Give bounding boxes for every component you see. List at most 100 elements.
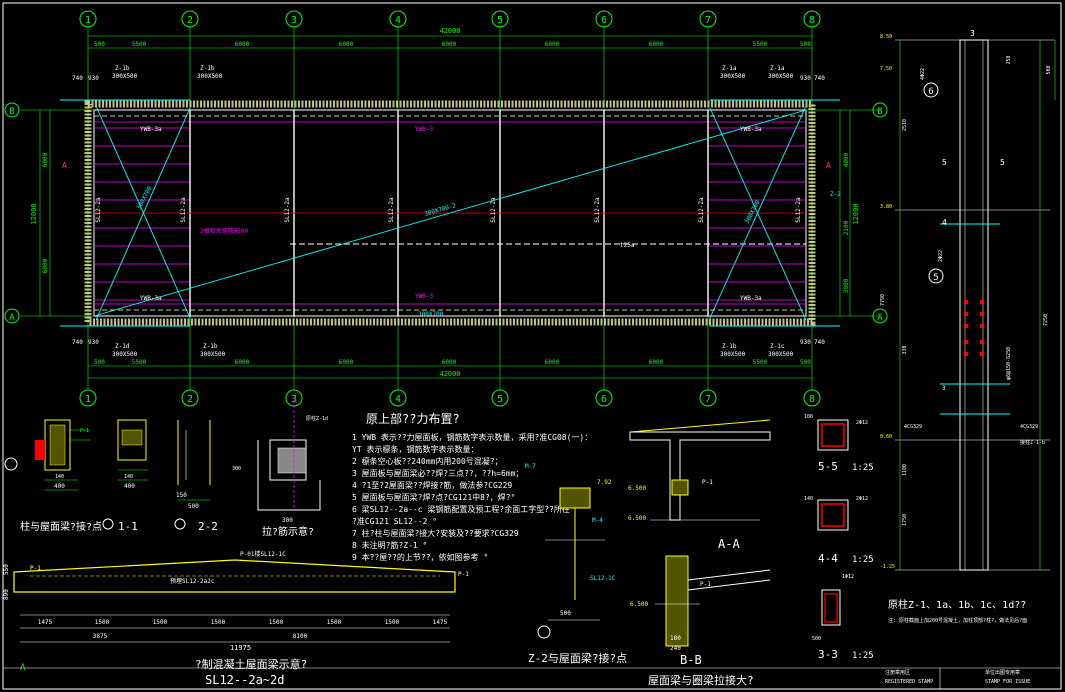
column-rebar-mark (964, 340, 968, 344)
col-size-b7: 300X500 (720, 351, 746, 358)
col-rebar-2: 2Φ22 (938, 250, 944, 262)
grid-label-6: 6 (601, 394, 607, 405)
dim-total-top: 42000 (439, 27, 460, 35)
dim-small-bl: 740 (72, 339, 83, 346)
col-z1c-br: Z-1c (770, 343, 785, 350)
dim-small-tl: 740 (72, 75, 83, 82)
col-rebar-5: 4CG329 (1020, 424, 1038, 430)
beam-ywb3a-br: YWB-3a (740, 295, 762, 302)
beam-sl12-label: SL12-2a (180, 197, 187, 223)
girder-label-mid: 预埋SL12-2a2c (170, 577, 215, 585)
girder-p1-left: P-1 (30, 565, 41, 572)
col-rebar-3: φ8@150-6250 (1006, 347, 1012, 380)
dim-edge-top-right: 500 (800, 41, 811, 48)
dim-small-tl2: 930 (88, 75, 99, 82)
rebar-note: 2根相关钢筋@500 (200, 227, 248, 235)
span-dim-bottom: 5500 (132, 359, 147, 366)
detail-dim-a: 140 (55, 474, 64, 480)
note-line: 1 YWB 表示??力屋面板，钢筋数字表示数量，采用?准CG08(一)： (352, 432, 592, 442)
s33-bar: 1Φ12 (842, 574, 854, 580)
grid-label-3: 3 (291, 15, 297, 26)
col-z1b-b2: Z-1b (203, 343, 218, 350)
elevation-mark: 8.50 (880, 34, 892, 40)
col-rebar-1: 4Φ22 (920, 68, 926, 80)
stamp-left-en: REGISTERED STAMP (885, 679, 933, 685)
col-size-tr: 300X500 (768, 73, 794, 80)
column-rebar-mark (980, 312, 984, 316)
z2-m4: M-4 (592, 517, 603, 524)
span-dim-top: 6000 (649, 41, 664, 48)
dim-side-part-1: 6000 (42, 152, 49, 167)
bb-d240: 240 (670, 645, 681, 652)
stamp-right: 单位出图专用章 (985, 669, 1020, 676)
girder-label-top: P-01楼SL12-1C (240, 550, 286, 558)
grid-label-8: 8 (809, 15, 815, 26)
span-dim-bottom: 6000 (235, 359, 250, 366)
col-label-3b: 3 (942, 385, 946, 392)
girder-subtitle: SL12--2a~2d (205, 673, 284, 687)
section-4-4: 4-4 (818, 552, 838, 565)
dim-small-tr2: 740 (814, 75, 825, 82)
col-size-t2: 300X500 (197, 73, 223, 80)
notes-heading: 原上部??力布置? (366, 411, 460, 426)
z2-elev: 7.92 (597, 479, 612, 486)
detail-z2 (537, 487, 605, 639)
grid-label-1: 1 (85, 394, 91, 405)
col-z1a-t7: Z-1a (722, 65, 737, 72)
elevation-mark: -1.25 (880, 564, 895, 570)
stamp-right-en: STAMP FOR ISSUE (985, 679, 1030, 685)
column-rebar-mark (980, 324, 984, 328)
brace-bottom-label: 300X700 (418, 311, 444, 318)
section-3-3: 3-3 (818, 648, 838, 661)
col-size-t7: 300X500 (720, 73, 746, 80)
grid-label-5: 5 (497, 394, 503, 405)
span-dim-top: 5500 (753, 41, 768, 48)
girder-total: 11975 (230, 644, 251, 652)
span-dim-top: 5500 (132, 41, 147, 48)
dim-edge-bottom-right: 500 (800, 359, 811, 366)
span-dim-top: 6000 (442, 41, 457, 48)
note-line: 8 未注明?筋?Z-1 ° (352, 540, 427, 550)
detail-11-d400: 400 (124, 483, 135, 490)
span-dim-top: 6000 (339, 41, 354, 48)
s44-d140: 140 (804, 496, 813, 502)
column-dim: 7250 (1043, 314, 1049, 326)
grid-label-6: 6 (601, 15, 607, 26)
grid-label-4: 4 (395, 15, 401, 26)
grid-label-1: 1 (85, 15, 91, 26)
col-size-bl: 300X500 (112, 351, 138, 358)
detail-22-d500: 500 (188, 503, 199, 510)
beam-ywb3a-tl: YWB-3a (140, 126, 162, 133)
note-line: 3 屋面板与屋面梁必??焊?三点??，??h=6mm； (352, 468, 523, 478)
girder-dim: 1500 (385, 619, 400, 626)
col-size-b2: 300X500 (200, 351, 226, 358)
aa-e650b: 6.500 (628, 515, 646, 522)
span-dim-bottom: 5500 (753, 359, 768, 366)
col-rebar-6: 接柱Z-1-b (1020, 439, 1045, 446)
col-size-tl: 300X500 (112, 73, 138, 80)
column-dim: 330 (902, 345, 908, 354)
detail-d400-a: 400 (54, 483, 65, 490)
beam-sl12-label: SL12-2a (594, 197, 601, 223)
detail-bb (655, 555, 771, 647)
s55-clamp: 2Φ12 (856, 420, 868, 426)
beam-ywb3-top: YWB-3 (415, 126, 433, 133)
beam-sl12-label: SL12-2a (284, 197, 291, 223)
column-dim: 7790 (880, 294, 886, 306)
span-dim-top: 6000 (545, 41, 560, 48)
dim-edge-top: 500 (94, 41, 105, 48)
beam-ywb3-bottom: YWB-3 (415, 293, 433, 300)
section-a-a: A-A (718, 537, 740, 551)
brace-left-label: 300X700 (136, 185, 154, 211)
col-label-6: 6 (928, 87, 933, 97)
note-line: 5 屋面板与屋面梁?焊?点?CG121中8?，焊?° (352, 492, 515, 502)
elevation-mark: 0.60 (880, 434, 892, 440)
column-rebar-mark (964, 352, 968, 356)
s44-clamp: 2Φ12 (856, 496, 868, 502)
col-z1b-t2: Z-1b (200, 65, 215, 72)
dim-right-part-3: 3900 (843, 278, 850, 293)
dim-right-part-1: 4000 (843, 152, 850, 167)
